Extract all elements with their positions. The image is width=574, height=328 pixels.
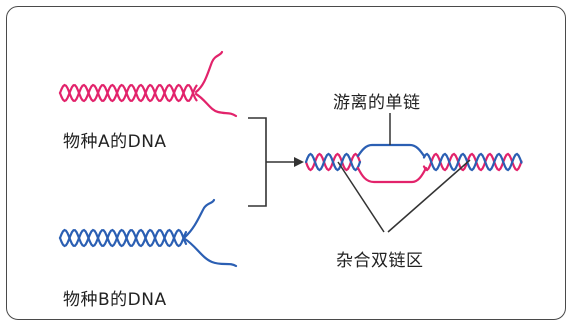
diagram-frame [6, 6, 566, 320]
hybrid-pointer-left [337, 161, 385, 233]
free-single-strand-label: 游离的单链 [333, 93, 421, 113]
hybrid-region-label: 杂合双链区 [336, 251, 424, 271]
species-a-tail-down [194, 92, 238, 118]
hybrid-right-blue [422, 152, 523, 172]
species-b-label: 物种B的DNA [63, 290, 167, 310]
species-b-tail-down [183, 237, 238, 268]
species-a-dna-helix [58, 50, 238, 118]
merge-bracket-arrow [248, 117, 296, 207]
hybrid-left-blue [304, 152, 362, 172]
species-b-dna-helix [58, 198, 238, 268]
species-a-label: 物种A的DNA [63, 132, 167, 152]
callout-lines [337, 113, 471, 233]
arrow-head [294, 157, 304, 167]
free-single-strand-blue-bubble [356, 143, 426, 158]
species-b-strand-2 [58, 228, 188, 248]
species-a-tail-up [194, 50, 224, 94]
hybrid-pointer-right [387, 159, 471, 233]
bracket [248, 117, 267, 207]
species-a-strand-2 [58, 83, 198, 103]
hybrid-dna [304, 143, 523, 184]
free-single-strand-pink-bubble [356, 166, 428, 184]
species-b-tail-up [183, 198, 216, 239]
